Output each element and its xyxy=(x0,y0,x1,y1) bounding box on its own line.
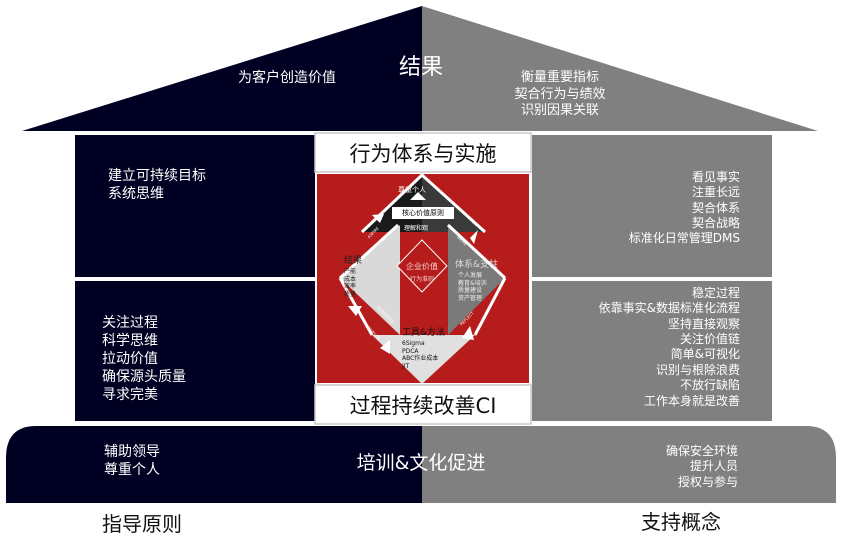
right-lower-list: 稳定过程 依靠事实&数据标准化流程 坚持直接观察 关注价值链 简单&可视化 识别… xyxy=(560,286,740,409)
right-upper-item: 标准化日常管理DMS xyxy=(560,231,740,246)
diamond-left-items: 产能 成本 效率 质量 xyxy=(344,268,356,299)
diamond-right-item: 质量建设 xyxy=(458,287,487,295)
right-upper-list: 看见事实 注重长远 契合体系 契合战略 标准化日常管理DMS xyxy=(560,170,740,247)
caption-right: 支持概念 xyxy=(641,510,721,535)
left-lower-list: 关注过程 科学思维 拉动价值 确保源头质量 寻求完美 xyxy=(102,315,186,405)
diamond-bottom-item: 6Sigma xyxy=(402,340,438,348)
diamond-right-item: 个人发展 xyxy=(458,272,487,280)
bottom-banner-title: 过程持续改善CI xyxy=(315,393,531,419)
top-banner-title: 行为体系与实施 xyxy=(315,141,531,167)
base-right-item: 确保安全环境 xyxy=(620,444,738,459)
right-upper-item: 契合体系 xyxy=(560,201,740,216)
diamond-top-mid: 核心价值原则 xyxy=(392,207,454,219)
base-left-list: 辅助领导 尊重个人 xyxy=(104,444,160,480)
right-lower-item: 简单&可视化 xyxy=(560,347,740,362)
left-upper-item: 建立可持续目标 xyxy=(108,168,206,186)
right-lower-item: 工作本身就是改善 xyxy=(560,394,740,409)
diamond-center-title: 企业价值 xyxy=(398,262,446,272)
roof-title: 结果 xyxy=(0,54,842,82)
diamond-left-title: 结果 xyxy=(344,256,362,267)
roof-right-line: 衡量重要指标 xyxy=(500,70,620,87)
base-right-list: 确保安全环境 提升人员 授权与参与 xyxy=(620,444,738,490)
right-lower-item: 坚持直接观察 xyxy=(560,317,740,332)
right-upper-item: 看见事实 xyxy=(560,170,740,185)
roof-right-line: 契合行为与绩效 xyxy=(500,87,620,104)
left-upper-list: 建立可持续目标 系统思维 xyxy=(108,168,206,204)
diamond-right-title: 体系&支柱 xyxy=(455,260,498,271)
diamond-bottom-title: 工具&方法 xyxy=(402,328,445,339)
diamond-left-item: 产能 xyxy=(344,268,356,276)
left-lower-item: 确保源头质量 xyxy=(102,369,186,387)
diamond-left-item: 效率 xyxy=(344,283,356,291)
roof-right-list: 衡量重要指标 契合行为与绩效 识别因果关联 xyxy=(500,70,620,120)
right-lower-item: 识别与根除浪费 xyxy=(560,363,740,378)
left-lower-item: 科学思维 xyxy=(102,333,186,351)
diamond-bottom-item: ABC作业成本 xyxy=(402,355,438,363)
base-left-item: 辅助领导 xyxy=(104,444,160,462)
caption-left: 指导原则 xyxy=(102,512,182,537)
right-lower-item: 不放行缺陷 xyxy=(560,378,740,393)
left-panel-upper-bg xyxy=(75,135,315,277)
diamond-right-item: 资产管理 xyxy=(458,295,487,303)
diamond-center-subtitle: 行为准则 xyxy=(398,276,446,284)
right-upper-item: 契合战略 xyxy=(560,216,740,231)
diamond-left-item: 质量 xyxy=(344,291,356,299)
base-right-item: 授权与参与 xyxy=(620,475,738,490)
right-lower-item: 依靠事实&数据标准化流程 xyxy=(560,301,740,316)
base-right-item: 提升人员 xyxy=(620,459,738,474)
right-lower-item: 稳定过程 xyxy=(560,286,740,301)
left-lower-item: 关注过程 xyxy=(102,315,186,333)
left-lower-item: 寻求完美 xyxy=(102,387,186,405)
roof-left-text: 为客户创造价值 xyxy=(238,70,336,88)
diamond-bottom-item: JIT xyxy=(402,363,438,371)
base-left-item: 尊重个人 xyxy=(104,462,160,480)
diamond-right-items: 个人发展 教育&培训 质量建设 资产管理 xyxy=(458,272,487,303)
right-upper-item: 注重长远 xyxy=(560,185,740,200)
left-upper-item: 系统思维 xyxy=(108,186,206,204)
right-lower-item: 关注价值链 xyxy=(560,332,740,347)
diamond-top-title: 尊重个人 xyxy=(398,186,426,195)
diamond-bottom-items: 6Sigma PDCA ABC作业成本 JIT xyxy=(402,340,438,371)
roof-right-line: 识别因果关联 xyxy=(500,103,620,120)
left-lower-item: 拉动价值 xyxy=(102,351,186,369)
diamond-top-bottom: 理解和观 xyxy=(404,225,428,233)
